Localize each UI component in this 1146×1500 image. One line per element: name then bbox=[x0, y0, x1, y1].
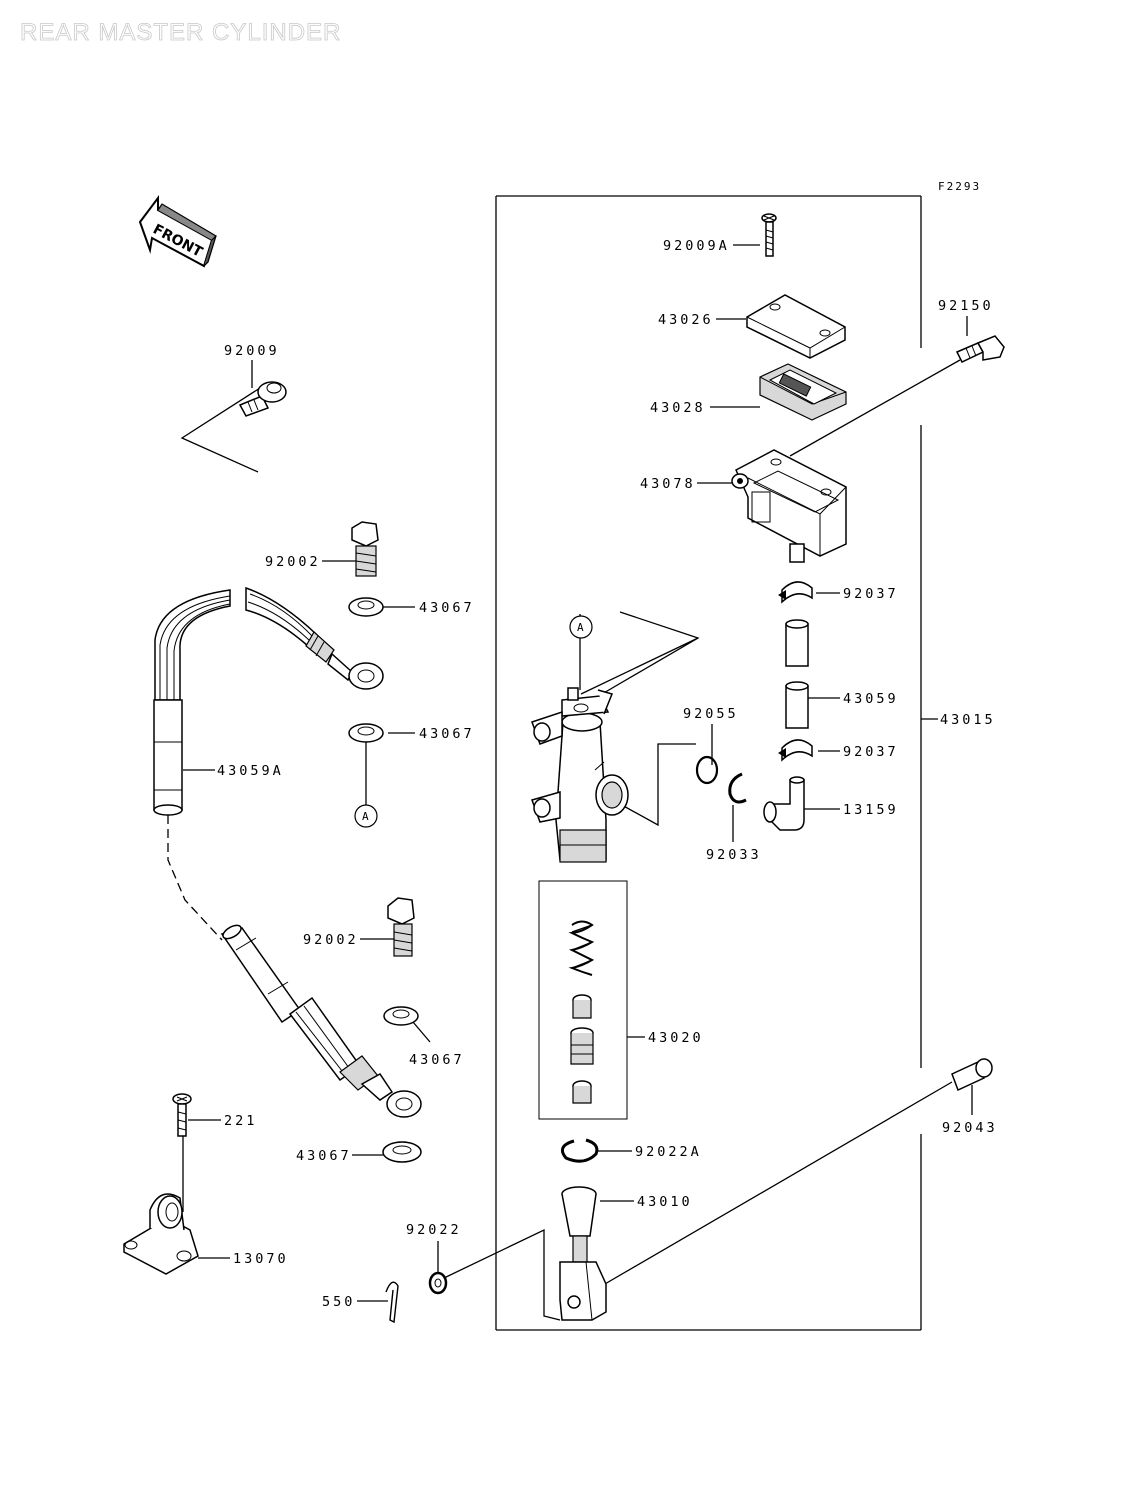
label-550: 550 bbox=[322, 1294, 355, 1310]
label-92002-bottom: 92002 bbox=[303, 932, 359, 948]
hose-43059-upper-icon bbox=[785, 619, 809, 667]
svg-text:A: A bbox=[362, 810, 369, 823]
label-92033: 92033 bbox=[706, 847, 762, 863]
master-cylinder-body-icon bbox=[531, 687, 629, 863]
circlip-92033-icon bbox=[728, 772, 747, 804]
hose-43059-lower-icon bbox=[785, 681, 809, 729]
brake-hose-43059a-icon bbox=[153, 586, 422, 1118]
clamp-92037-top-icon bbox=[778, 581, 813, 604]
diagram-title: REAR MASTER CYLINDER bbox=[20, 19, 341, 46]
label-92022a: 92022A bbox=[635, 1144, 702, 1160]
label-43059a: 43059A bbox=[217, 763, 284, 779]
part-labels: 92009A 43026 92150 43028 43078 92037 430… bbox=[217, 238, 998, 1310]
label-43020: 43020 bbox=[648, 1030, 704, 1046]
banjo-bolt-92002-top-icon bbox=[351, 521, 379, 577]
circle-marker-a-top: A bbox=[569, 615, 593, 639]
label-92022: 92022 bbox=[406, 1222, 462, 1238]
label-13159: 13159 bbox=[843, 802, 899, 818]
label-92037-bottom: 92037 bbox=[843, 744, 899, 760]
circle-marker-a-bottom: A bbox=[354, 804, 378, 828]
washer-43067-1-icon bbox=[348, 597, 384, 617]
piston-kit-43020-icon bbox=[568, 920, 595, 1104]
label-43067-3: 43067 bbox=[409, 1052, 465, 1068]
label-92150: 92150 bbox=[938, 298, 994, 314]
label-92002-top: 92002 bbox=[265, 554, 321, 570]
washer-43067-3-icon bbox=[383, 1006, 419, 1026]
reservoir-43078-icon bbox=[731, 449, 847, 563]
label-92009a: 92009A bbox=[663, 238, 730, 254]
cotter-pin-550-icon bbox=[385, 1281, 399, 1324]
svg-text:A: A bbox=[577, 621, 584, 634]
leader-lines bbox=[180, 244, 973, 1321]
elbow-joint-13159-icon bbox=[763, 776, 805, 831]
assembly-frame bbox=[495, 195, 922, 1331]
piston-kit-frame bbox=[538, 880, 628, 1120]
label-43067-1: 43067 bbox=[419, 600, 475, 616]
label-43067-2: 43067 bbox=[419, 726, 475, 742]
figure-reference: F2293 bbox=[938, 180, 981, 193]
reservoir-cap-43026-icon bbox=[746, 294, 846, 359]
label-43026: 43026 bbox=[658, 312, 714, 328]
bolt-92150-icon bbox=[955, 335, 1005, 363]
screw-92009a-icon bbox=[761, 213, 777, 257]
label-13070: 13070 bbox=[233, 1251, 289, 1267]
washer-43067-4-icon bbox=[382, 1141, 422, 1163]
push-rod-43010-icon bbox=[559, 1186, 607, 1321]
label-43028: 43028 bbox=[650, 400, 706, 416]
circlip-92022a-icon bbox=[560, 1138, 599, 1163]
washer-43067-2-icon bbox=[348, 723, 384, 743]
holder-13070-icon bbox=[123, 1193, 199, 1275]
label-92055: 92055 bbox=[683, 706, 739, 722]
pin-92043-icon bbox=[951, 1058, 993, 1092]
clamp-92037-bottom-icon bbox=[778, 739, 813, 762]
banjo-bolt-92002-bottom-icon bbox=[387, 897, 415, 957]
label-221: 221 bbox=[224, 1113, 257, 1129]
label-43078: 43078 bbox=[640, 476, 696, 492]
front-arrow-icon: FRONT bbox=[138, 195, 217, 268]
washer-92022-icon bbox=[428, 1271, 448, 1295]
diaphragm-43028-icon bbox=[759, 363, 847, 421]
label-43010: 43010 bbox=[637, 1194, 693, 1210]
o-ring-92055-icon bbox=[695, 755, 719, 785]
label-43067-4: 43067 bbox=[296, 1148, 352, 1164]
label-43015: 43015 bbox=[940, 712, 996, 728]
screw-92009-icon bbox=[238, 381, 287, 417]
label-92043: 92043 bbox=[942, 1120, 998, 1136]
label-43059: 43059 bbox=[843, 691, 899, 707]
screw-221-icon bbox=[172, 1093, 192, 1137]
label-92009: 92009 bbox=[224, 343, 280, 359]
label-92037-top: 92037 bbox=[843, 586, 899, 602]
